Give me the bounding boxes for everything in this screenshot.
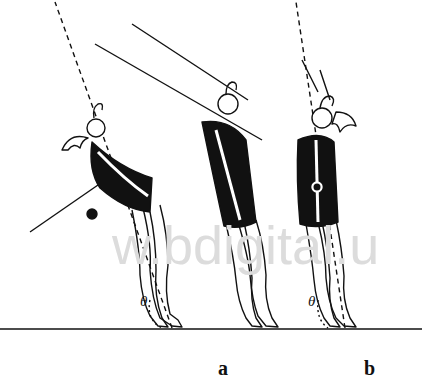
angle-label: θ <box>140 294 147 309</box>
gymnast-figure <box>296 2 356 328</box>
arm-line <box>132 24 248 100</box>
gymnast-figure <box>95 24 278 327</box>
panel-letter: b <box>364 358 375 378</box>
ground-line <box>0 328 422 330</box>
axis-dashed-line <box>55 2 172 328</box>
panel-letter: a <box>218 358 228 378</box>
angle-label: θ <box>308 294 315 309</box>
watermark: w.bdigital.u <box>112 218 379 272</box>
axis-dashed-line <box>296 2 345 328</box>
